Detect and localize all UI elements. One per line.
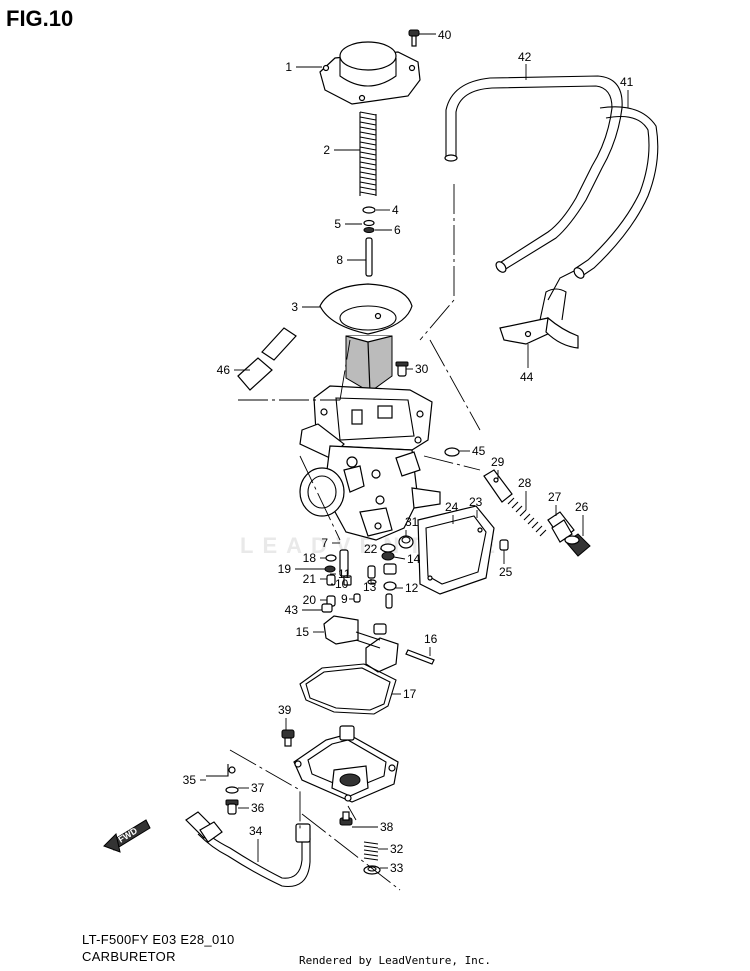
phantom-line bbox=[339, 339, 351, 401]
callout-34: 34 bbox=[249, 824, 263, 838]
callout-3: 3 bbox=[291, 300, 298, 314]
callout-25: 25 bbox=[499, 565, 513, 579]
callout-44: 44 bbox=[520, 370, 534, 384]
part-34-drain-hose bbox=[185, 811, 311, 888]
part-diaphragm-slide bbox=[319, 283, 413, 393]
callout-9: 9 bbox=[341, 592, 348, 606]
callout-17: 17 bbox=[403, 687, 417, 701]
callout-42: 42 bbox=[518, 50, 532, 64]
model-code: LT-F500FY E03 E28_010 bbox=[82, 932, 235, 947]
callout-4: 4 bbox=[392, 203, 399, 217]
callout-6: 6 bbox=[394, 223, 401, 237]
part-clips-4-5-6 bbox=[362, 206, 376, 233]
callout-10: 10 bbox=[335, 577, 349, 591]
part-45-oring bbox=[444, 447, 460, 457]
part-46 bbox=[237, 327, 297, 391]
callout-5: 5 bbox=[334, 217, 341, 231]
part-float-bowl bbox=[293, 725, 399, 803]
part-26 bbox=[564, 533, 591, 557]
callout-35: 35 bbox=[183, 773, 197, 787]
phantom-line bbox=[429, 339, 481, 431]
fwd-arrow-icon: FWD bbox=[103, 819, 151, 853]
part-31 bbox=[398, 535, 414, 549]
phantom-line bbox=[423, 455, 481, 471]
part-44 bbox=[499, 288, 579, 349]
part-29 bbox=[483, 469, 513, 503]
part-27 bbox=[547, 511, 575, 543]
part-top-cover bbox=[319, 41, 421, 105]
callout-8: 8 bbox=[336, 253, 343, 267]
part-39-screw bbox=[281, 729, 295, 747]
callout-13: 13 bbox=[363, 580, 377, 594]
part-spring bbox=[359, 111, 377, 196]
callout-40: 40 bbox=[438, 28, 452, 42]
assembly-name: CARBURETOR bbox=[82, 949, 176, 964]
part-carburetor-body bbox=[299, 385, 441, 541]
part-37-36 bbox=[225, 786, 239, 815]
part-vent-tubes bbox=[444, 75, 659, 301]
callout-26: 26 bbox=[575, 500, 589, 514]
callout-38: 38 bbox=[380, 820, 394, 834]
callout-30: 30 bbox=[415, 362, 429, 376]
callout-22: 22 bbox=[364, 542, 378, 556]
callout-27: 27 bbox=[548, 490, 562, 504]
callout-46: 46 bbox=[217, 363, 231, 377]
callout-18: 18 bbox=[303, 551, 317, 565]
render-credit: Rendered by LeadVenture, Inc. bbox=[299, 954, 492, 967]
callout-29: 29 bbox=[491, 455, 505, 469]
part-22-14 bbox=[380, 543, 396, 561]
phantom-line bbox=[299, 455, 341, 541]
callout-16: 16 bbox=[424, 632, 438, 646]
callout-14: 14 bbox=[407, 552, 421, 566]
callout-45: 45 bbox=[472, 444, 486, 458]
phantom-line bbox=[419, 184, 455, 341]
callout-28: 28 bbox=[518, 476, 532, 490]
part-24-cover bbox=[417, 505, 495, 595]
callout-21: 21 bbox=[303, 572, 317, 586]
callout-33: 33 bbox=[390, 861, 404, 875]
figure-title: FIG.10 bbox=[6, 6, 74, 31]
callout-15: 15 bbox=[296, 625, 310, 639]
callout-12: 12 bbox=[405, 581, 419, 595]
part-screw-40 bbox=[408, 29, 420, 47]
phantom-line bbox=[229, 749, 301, 830]
callout-43: 43 bbox=[285, 603, 299, 617]
callout-31: 31 bbox=[405, 515, 419, 529]
part-15-float bbox=[323, 615, 399, 673]
part-needle bbox=[365, 237, 373, 277]
callout-39: 39 bbox=[278, 703, 292, 717]
part-30 bbox=[395, 361, 409, 377]
callout-2: 2 bbox=[323, 143, 330, 157]
callout-7: 7 bbox=[321, 536, 328, 550]
callout-32: 32 bbox=[390, 842, 404, 856]
callout-19: 19 bbox=[278, 562, 292, 576]
part-17-gasket bbox=[299, 663, 397, 715]
part-16-pin bbox=[405, 649, 435, 665]
part-28-spring bbox=[507, 497, 547, 537]
part-25-screw bbox=[499, 539, 509, 551]
part-35-clamp bbox=[206, 764, 236, 777]
callout-24: 24 bbox=[445, 500, 459, 514]
phantom-line bbox=[301, 813, 401, 891]
leader-lines bbox=[200, 33, 629, 891]
phantom-line bbox=[347, 805, 357, 821]
part-38-32-33 bbox=[339, 811, 381, 875]
callout-41: 41 bbox=[620, 75, 634, 89]
callout-23: 23 bbox=[469, 495, 483, 509]
callout-11: 11 bbox=[338, 567, 351, 581]
callout-20: 20 bbox=[303, 593, 317, 607]
part-small-jets bbox=[321, 554, 397, 613]
callout-37: 37 bbox=[251, 781, 265, 795]
callout-36: 36 bbox=[251, 801, 265, 815]
callout-1: 1 bbox=[285, 60, 292, 74]
leader-line-14 bbox=[393, 556, 406, 560]
